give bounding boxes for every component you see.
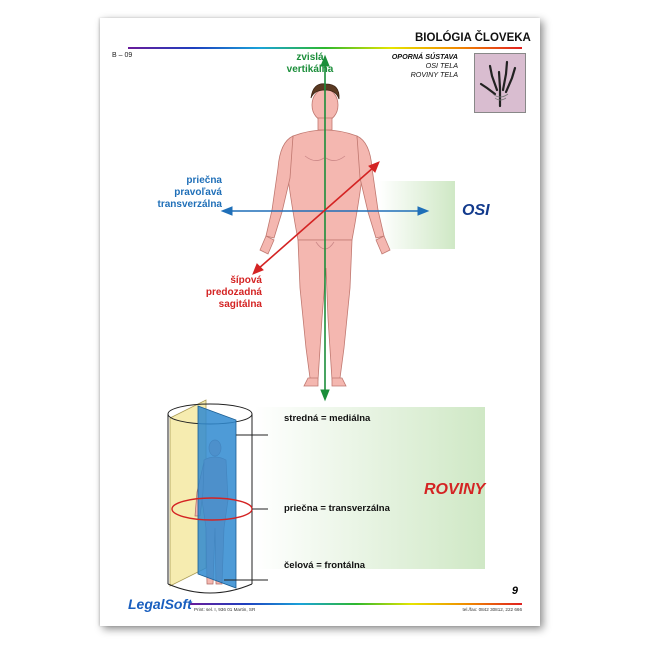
axes-label-panel [379,181,455,249]
publisher-logo: LegalSoft [128,596,192,612]
human-figure [259,83,391,387]
frontal-plane-label: čelová = frontálna [284,560,366,571]
header-rainbow-rule [128,47,522,49]
subtitle-planes: ROVINY TELA [410,70,458,79]
footer-rainbow-rule [190,603,522,605]
body-axes-diagram [220,54,430,402]
page-title: BIOLÓGIA ČLOVEKA [415,32,531,44]
transverse-label-2: pravoľavá [174,187,222,198]
transverse-plane-label: priečna = transverzálna [284,503,390,514]
axes-heading: OSI [462,202,490,219]
publisher-contact: tel./fax: 0842 30812, 222 666 [462,607,522,612]
worksheet-page: BIOLÓGIA ČLOVEKA B – 09 OPORNÁ SÚSTAVA O… [100,18,540,626]
vertical-axis [320,54,330,402]
vertical-label-1: zvislá [296,52,324,63]
publisher-address: Print: sel. I, 936 01 Martin, SR [194,607,256,612]
median-plane [197,405,237,589]
vertical-axis-label: zvislá vertikálna [286,52,334,76]
sagittal-axis [252,161,380,275]
subtitle-main: OPORNÁ SÚSTAVA [391,52,458,61]
transverse-label-1: priečna [186,175,222,186]
body-planes-diagram [167,399,268,594]
sheet-code: B – 09 [112,52,133,59]
sagittal-label-3: sagitálna [218,299,262,310]
sagittal-axis-label: šípová predozadná sagitálna [180,275,262,311]
hand-skeleton-icon [479,60,517,108]
planes-label-panel [255,407,485,569]
subtitle-axes: OSI TELA [425,61,458,70]
hand-xray-thumbnail [474,53,526,113]
sagittal-label-1: šípová [230,275,262,286]
page-number: 9 [511,585,518,597]
transverse-label-3: transverzálna [157,199,222,210]
sagittal-label-2: predozadná [205,287,262,298]
vertical-label-2: vertikálna [286,64,334,75]
planes-heading: ROVINY [424,481,486,498]
median-plane-label: stredná = mediálna [284,413,371,424]
transverse-axis-label: priečna pravoľavá transverzálna [148,175,222,211]
